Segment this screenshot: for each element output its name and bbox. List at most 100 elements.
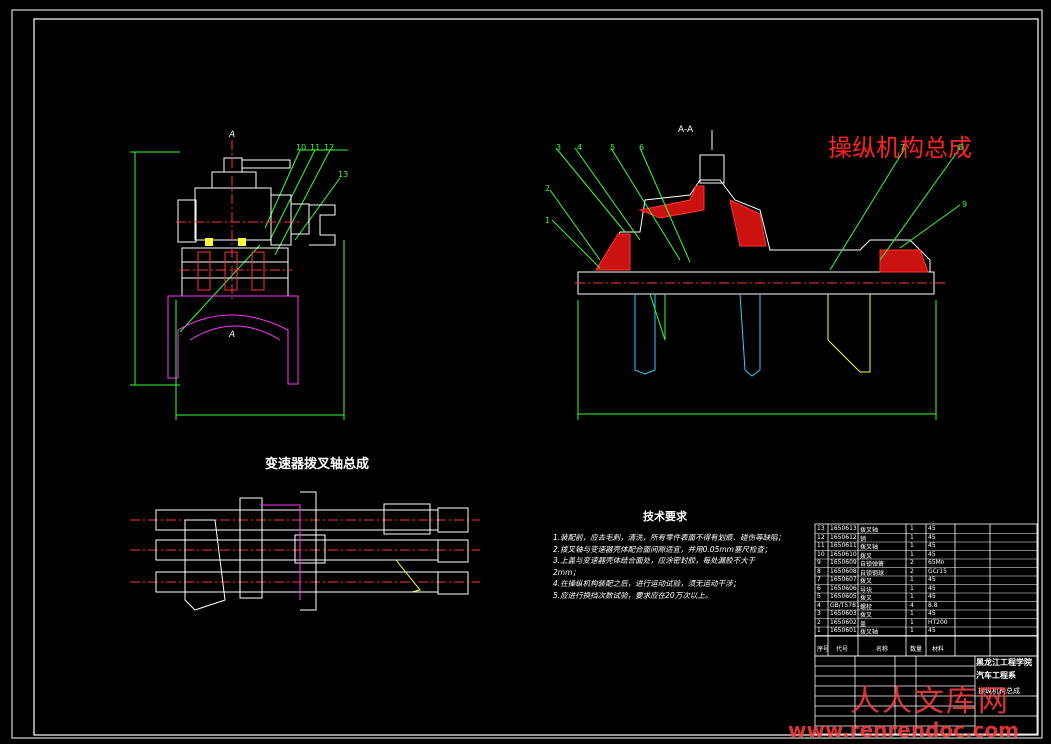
bom-cell: 拨叉	[860, 612, 873, 619]
bom-cell: 1	[910, 550, 914, 558]
bom-header-code: 代号	[836, 646, 849, 653]
bom-cell: 6	[817, 584, 821, 592]
bom-cell: 45	[928, 627, 936, 634]
callout-12: 12	[324, 143, 335, 152]
bom-table-grid	[814, 523, 1038, 735]
school-line-1: 黑龙江工程学院	[976, 658, 1032, 667]
bom-cell: 1650611	[830, 542, 857, 549]
bom-cell: 45	[928, 525, 936, 532]
tech-req-line: 5.应进行换挡次数试验，要求应在20万次以上。	[553, 590, 713, 600]
bom-cell: 1650608	[830, 567, 857, 575]
bom-header-name: 名称	[876, 646, 889, 653]
bom-cell: 12	[817, 533, 825, 541]
school-name: 黑龙江工程学院 汽车工程系	[976, 656, 1032, 682]
bom-cell: 4	[910, 601, 914, 609]
bom-cell: 1	[910, 525, 914, 532]
school-line-2: 汽车工程系	[976, 671, 1016, 680]
callout-10: 10	[296, 143, 307, 152]
bom-cell: 拨叉轴	[860, 629, 879, 636]
bom-cell: 1	[910, 627, 914, 634]
bom-cell: 拨叉	[860, 578, 873, 585]
callout-7: 7	[900, 143, 906, 152]
view-label-a-bottom: A	[229, 330, 236, 340]
callout-3: 3	[556, 143, 562, 152]
callout-2: 2	[545, 184, 551, 193]
bom-cell: 1	[910, 542, 914, 549]
bom-cell: 自锁弹簧	[860, 561, 885, 568]
bom-cell: 拨叉轴	[860, 544, 879, 551]
bom-cell: 1650609	[830, 559, 857, 566]
bom-cell: 10	[817, 550, 825, 558]
bom-cell: GB/T5781	[830, 601, 860, 609]
tech-req-line: 2mm；	[553, 567, 580, 577]
watermark-cn: 人人文库网	[850, 684, 1010, 719]
inner-frame	[33, 18, 1039, 736]
bom-cell: 9	[817, 559, 821, 566]
outer-frame	[11, 9, 1043, 739]
bom-cell: 螺栓	[860, 603, 873, 611]
drawing-name: 操纵机构总成	[978, 687, 1020, 695]
bom-cell: 45	[928, 610, 936, 617]
callout-4: 4	[577, 143, 583, 152]
bom-cell: 销	[860, 535, 867, 543]
bom-cell: 1	[910, 593, 914, 600]
bom-cell: 导块	[860, 586, 873, 594]
callout-1: 1	[545, 216, 551, 225]
bom-cell: 4	[817, 601, 821, 609]
bom-cell: 1650601	[830, 627, 857, 634]
bom-cell: 1650602	[830, 618, 857, 626]
bom-cell: 45	[928, 550, 936, 558]
tech-req-line: 1.装配前，应去毛刺，清洗，所有零件表面不得有划痕、碰伤等缺陷；	[553, 533, 786, 542]
bom-cell: 45	[928, 584, 936, 592]
bom-cell: 7	[817, 576, 821, 583]
bom-cell: 45	[928, 593, 936, 600]
callout-5: 5	[610, 143, 616, 152]
bom-cell: 1650613	[830, 525, 857, 532]
tech-req-line: 3.上盖与变速器壳体结合面处，应涂密封胶，每处漏胶不大于	[553, 556, 756, 565]
plan-view-bottom	[130, 491, 480, 611]
bom-cell: 拨叉轴	[860, 527, 879, 534]
tech-req-heading: 技术要求	[643, 510, 687, 523]
bom-cell: 1	[910, 576, 914, 583]
bom-cell: 2	[910, 567, 914, 575]
tech-req-lines: 1.装配前，应去毛刺，清洗，所有零件表面不得有划痕、碰伤等缺陷； 2.拨叉轴与变…	[553, 532, 785, 601]
callout-8: 8	[958, 143, 964, 152]
bom-cell: 1	[910, 533, 914, 541]
bom-cell: 拨叉	[860, 552, 873, 560]
bom-header-material: 材料	[932, 646, 945, 653]
bom-header-no: 序号	[817, 646, 830, 653]
section-label-aa: A-A	[678, 125, 694, 135]
bom-cell: 1650612	[830, 533, 857, 541]
bom-cell: HT200	[928, 618, 948, 626]
bom-header-qty: 数量	[910, 646, 923, 653]
bom-cell: 1650607	[830, 576, 857, 583]
bom-cell: 1	[910, 618, 914, 626]
drawing-title: 操纵机构总成	[828, 134, 972, 162]
bom-cell: 3	[817, 610, 821, 617]
bom-cell: 2	[817, 618, 821, 626]
bom-cell: 盖	[860, 620, 867, 628]
bom-cell: 1650610	[830, 550, 857, 558]
watermark-url: www.renrendoc.com	[788, 718, 1020, 742]
bom-cell: GCr15	[928, 567, 947, 575]
view-label-a-top: A	[229, 130, 236, 140]
bom-cell: 45	[928, 533, 936, 541]
bom-cell: 1650603	[830, 610, 857, 617]
bom-cell: 自锁钢球	[860, 569, 885, 577]
bom-cell: 8	[817, 567, 821, 575]
callout-13: 13	[338, 170, 349, 179]
bom-cell: 8.8	[928, 601, 938, 609]
bom-cell: 13	[817, 525, 825, 532]
plan-view-caption: 变速器拨叉轴总成	[265, 457, 370, 472]
bom-cell: 1	[910, 610, 914, 617]
bom-cell: 11	[817, 542, 825, 549]
section-view-right	[549, 130, 961, 420]
callout-9: 9	[962, 200, 968, 209]
bom-cell: 45	[928, 576, 936, 583]
bom-cell: 1650606	[830, 584, 857, 592]
bom-cell: 65Mn	[928, 559, 945, 566]
callout-6: 6	[639, 143, 645, 152]
tech-req-line: 2.拨叉轴与变速器壳体配合面间隙适宜，并用0.05mm塞尺检查；	[553, 544, 772, 554]
bom-cell: 1650605	[830, 593, 857, 600]
